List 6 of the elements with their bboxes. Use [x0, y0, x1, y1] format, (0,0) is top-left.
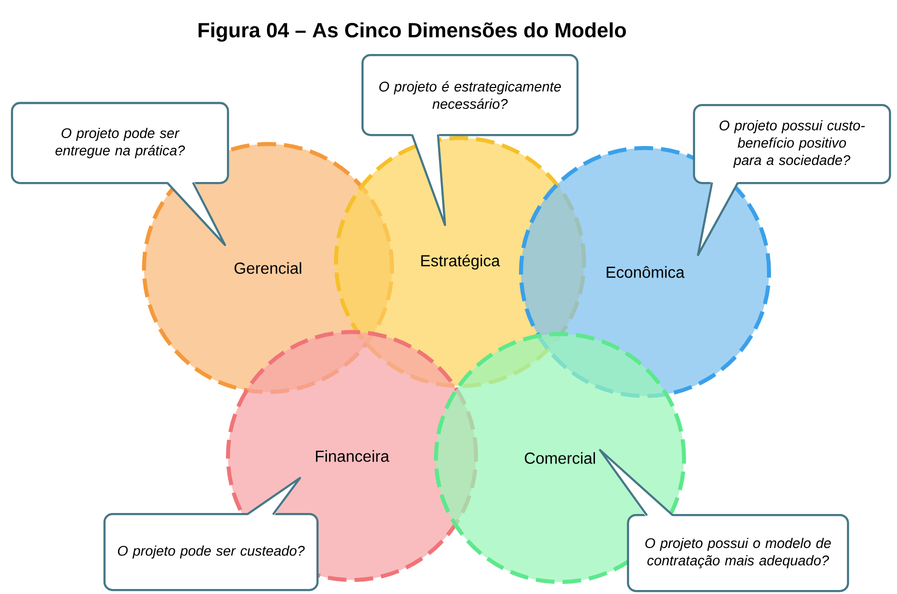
speech-bubble: O projeto possui o modelo de contratação mais adequado?: [598, 448, 850, 592]
title: Figura 04 – As Cinco Dimensões do Modelo: [198, 22, 626, 42]
speech-bubble: O projeto é estrategicamente necessário?: [361, 54, 579, 226]
speech-bubble: O projeto pode ser entregue na prática?: [10, 102, 230, 246]
speech-bubble: O projeto pode ser custeado?: [103, 476, 319, 592]
speech-bubble: O projeto possui custo-benefício positivo para a sociedade?: [692, 104, 892, 256]
